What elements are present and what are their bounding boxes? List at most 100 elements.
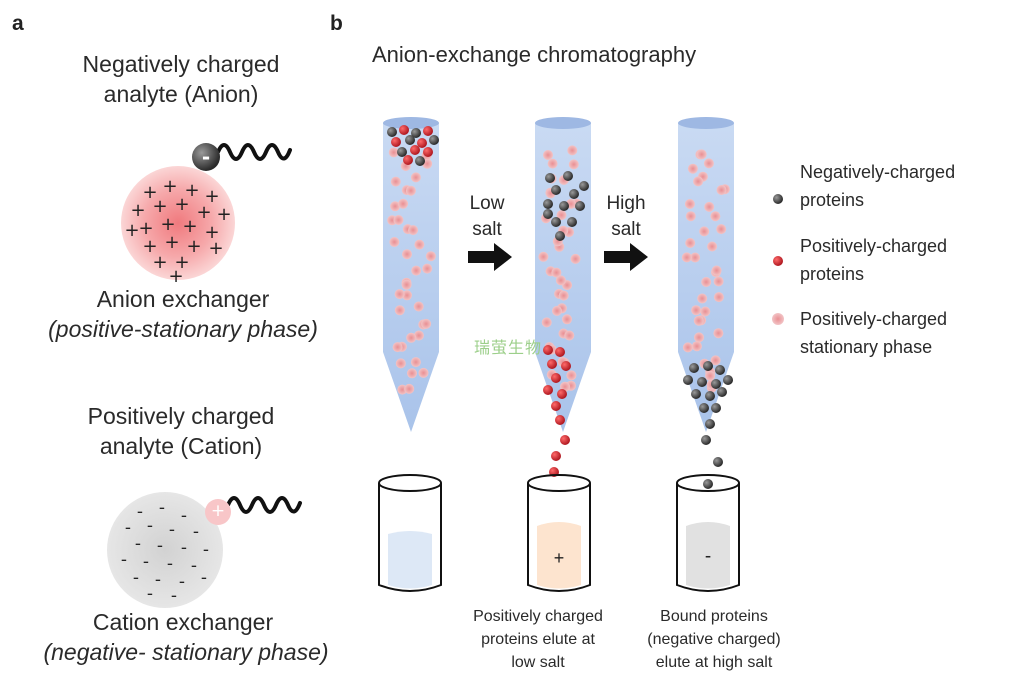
anion-exchanger-bead bbox=[121, 166, 235, 280]
stationary-phase-bead bbox=[697, 293, 708, 304]
plus-sign: + bbox=[142, 236, 157, 257]
stationary-phase-bead bbox=[406, 332, 417, 343]
positive-protein bbox=[557, 389, 567, 399]
stationary-phase-bead bbox=[390, 176, 401, 187]
negative-protein bbox=[717, 387, 727, 397]
column-1 bbox=[383, 117, 439, 432]
watermark: 瑞萤生物 bbox=[473, 338, 543, 357]
stationary-phase-bead bbox=[685, 238, 696, 248]
cation-analyte-title-line1: Positively charged bbox=[87, 403, 275, 429]
minus-sign: - bbox=[181, 506, 187, 526]
stationary-phase-bead bbox=[402, 290, 412, 301]
minus-sign: - bbox=[135, 534, 141, 554]
stationary-phase-bead bbox=[413, 301, 424, 312]
negative-protein bbox=[551, 185, 561, 195]
negative-protein bbox=[689, 363, 699, 373]
negative-protein bbox=[397, 147, 407, 157]
negative-protein bbox=[703, 479, 713, 489]
positive-protein bbox=[547, 359, 557, 369]
plus-sign: + bbox=[168, 266, 183, 287]
minus-sign: - bbox=[143, 552, 149, 572]
stationary-phase-bead bbox=[404, 383, 415, 394]
high-salt-arrow bbox=[604, 243, 648, 271]
minus-sign: - bbox=[191, 556, 197, 576]
stationary-phase-bead bbox=[691, 305, 702, 316]
stationary-phase-bead bbox=[405, 185, 416, 196]
negative-protein bbox=[415, 156, 425, 166]
negative-protein bbox=[713, 457, 723, 467]
legend-item-1-line1: Negatively-charged bbox=[800, 162, 956, 182]
minus-sign: - bbox=[171, 586, 177, 606]
stationary-phase-bead bbox=[408, 225, 419, 236]
anion-analyte-title-line1: Negatively charged bbox=[82, 51, 280, 77]
negative-protein bbox=[705, 391, 715, 401]
stationary-phase-bead bbox=[395, 358, 406, 369]
negative-protein bbox=[545, 173, 555, 183]
stationary-phase-bead bbox=[558, 290, 569, 301]
positive-protein bbox=[403, 155, 413, 165]
collection-tube-1 bbox=[378, 474, 442, 592]
plus-sign: + bbox=[174, 252, 189, 273]
negative-protein bbox=[697, 377, 707, 387]
stationary-phase-bead bbox=[556, 210, 567, 221]
negative-protein bbox=[387, 127, 397, 137]
stationary-phase-bead bbox=[568, 159, 579, 170]
stationary-phase-bead bbox=[410, 172, 421, 183]
stationary-phase-bead bbox=[699, 226, 710, 237]
stationary-phase-bead bbox=[713, 276, 724, 287]
caption-2-line3: elute at high salt bbox=[655, 654, 773, 671]
anion-analyte-head bbox=[192, 143, 220, 171]
tube-3-charge-label: - bbox=[704, 546, 712, 567]
minus-sign: - bbox=[169, 520, 175, 540]
anion-analyte-title-line2: analyte (Anion) bbox=[103, 81, 259, 107]
positive-protein bbox=[423, 126, 433, 136]
stationary-phase-bead bbox=[392, 342, 403, 353]
stationary-phase-bead bbox=[388, 147, 399, 158]
caption-1-line1: Positively charged bbox=[473, 608, 603, 625]
cation-exchanger-label-line1: Cation exchanger bbox=[92, 609, 274, 635]
plus-sign: + bbox=[142, 182, 157, 203]
negative-protein bbox=[711, 379, 721, 389]
positive-protein bbox=[551, 451, 561, 461]
negative-protein bbox=[405, 135, 415, 145]
legend-item-2-line1: Positively-charged bbox=[800, 236, 948, 256]
stationary-phase-bead bbox=[566, 370, 577, 381]
collection-tube-2 bbox=[527, 474, 591, 592]
stationary-phase-bead bbox=[425, 251, 436, 262]
plus-sign: + bbox=[196, 202, 211, 223]
positive-protein bbox=[399, 125, 409, 135]
stationary-phase-bead bbox=[681, 252, 692, 263]
stationary-phase-bead bbox=[390, 201, 401, 212]
caption-2-line1: Bound proteins bbox=[660, 608, 768, 625]
stationary-phase-bead bbox=[394, 289, 405, 300]
low-salt-label-line1: Low bbox=[469, 193, 505, 214]
negative-protein bbox=[711, 403, 721, 413]
minus-sign: - bbox=[133, 568, 139, 588]
anion-analyte-tail bbox=[216, 143, 292, 161]
stationary-phase-bead bbox=[710, 211, 721, 222]
panel-b-title: Anion-exchange chromatography bbox=[372, 42, 697, 67]
stationary-phase-bead bbox=[693, 176, 704, 187]
caption-2-line2: (negative charged) bbox=[647, 631, 781, 648]
positive-protein bbox=[555, 347, 565, 357]
negative-protein bbox=[705, 419, 715, 429]
stationary-phase-bead bbox=[543, 150, 553, 160]
negative-protein bbox=[683, 375, 693, 385]
stationary-phase-bead bbox=[707, 241, 718, 252]
legend-item-3-line1: Positively-charged bbox=[800, 309, 948, 329]
negative-protein bbox=[551, 217, 561, 227]
negative-protein bbox=[559, 201, 569, 211]
plus-sign: + bbox=[164, 232, 179, 253]
positive-protein bbox=[551, 373, 561, 383]
positive-protein bbox=[543, 385, 553, 395]
cation-analyte-charge: + bbox=[210, 501, 226, 521]
stationary-phase-bead bbox=[711, 265, 722, 276]
stationary-phase-bead bbox=[682, 342, 693, 353]
plus-sign: + bbox=[208, 238, 223, 259]
minus-sign: - bbox=[181, 538, 187, 558]
stationary-phase-bead bbox=[393, 215, 404, 225]
positive-protein bbox=[410, 145, 420, 155]
minus-sign: - bbox=[179, 572, 185, 592]
stationary-phase-bead bbox=[693, 315, 704, 326]
minus-sign: - bbox=[137, 502, 143, 522]
